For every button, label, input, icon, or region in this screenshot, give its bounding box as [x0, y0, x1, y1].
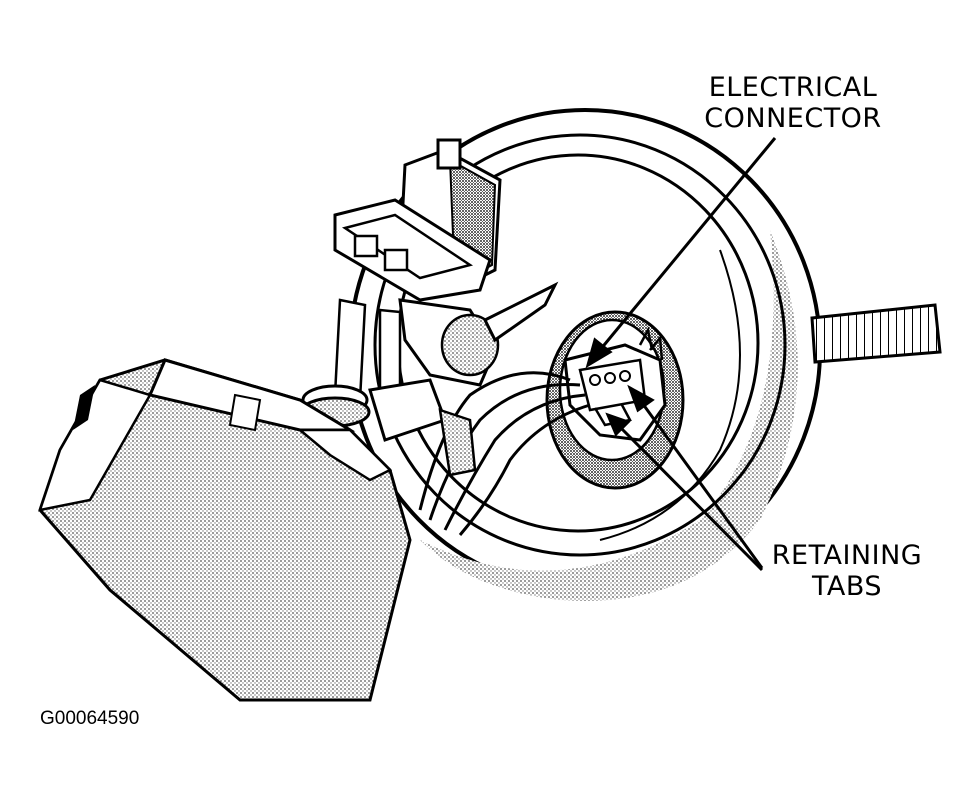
electrical-connector-label: ELECTRICAL CONNECTOR	[688, 72, 898, 134]
electrical-connector	[563, 326, 667, 442]
hose-fittings	[299, 378, 477, 477]
pump-canister	[38, 358, 412, 702]
electrical-connector-label-line-2: CONNECTOR	[704, 103, 882, 134]
electrical-connector-label-line-1: ELECTRICAL	[708, 72, 878, 103]
retaining-tabs-label: RETAINING TABS	[752, 540, 942, 602]
figure-code: G00064590	[40, 708, 140, 729]
pump-top-assembly	[333, 138, 559, 402]
wiring-harness	[418, 371, 591, 536]
retaining-tabs-label-line-1: RETAINING	[771, 540, 923, 571]
retaining-tabs-label-line-2: TABS	[811, 571, 883, 602]
leader-lines	[585, 137, 777, 572]
fuel-line-tube	[810, 303, 942, 364]
